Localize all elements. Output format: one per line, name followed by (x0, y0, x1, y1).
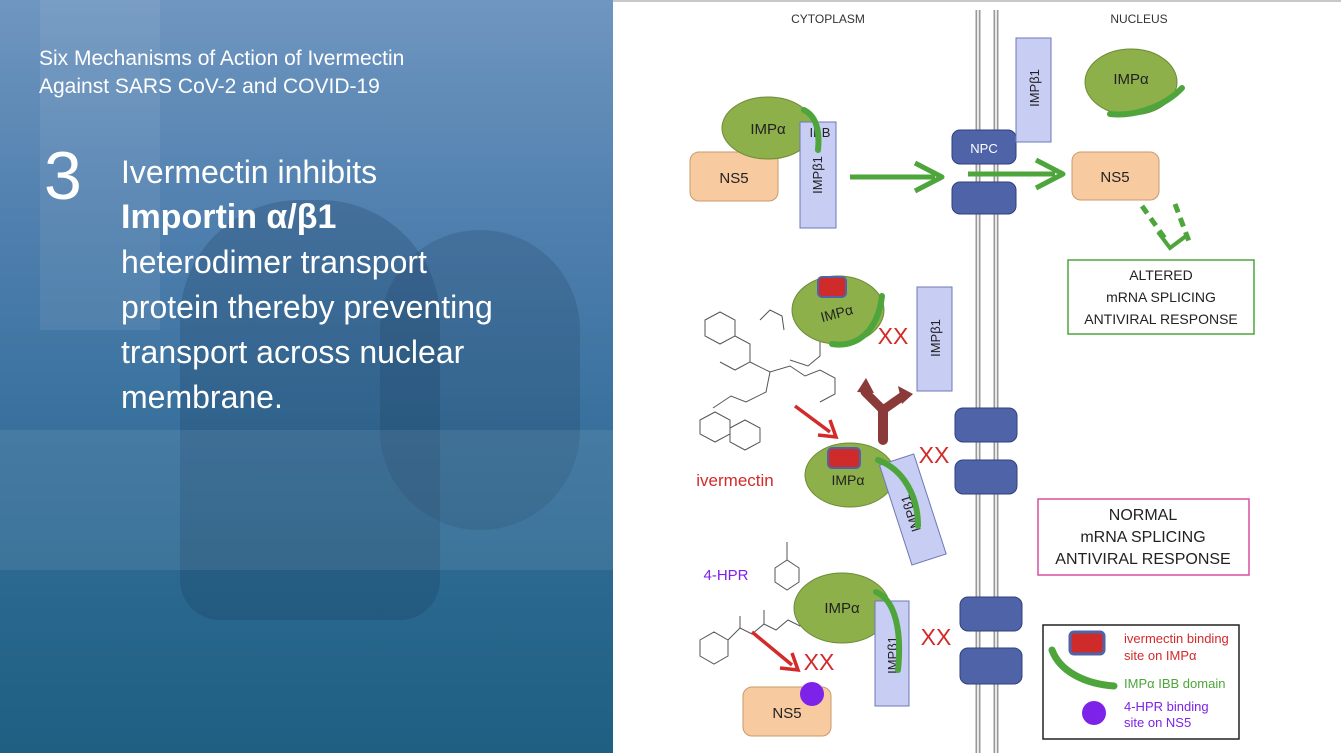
npc-pore-6 (959, 647, 1023, 685)
altered-line-1: ALTERED (1129, 267, 1193, 283)
ns5-label-nucleus: NS5 (1100, 169, 1129, 186)
background-person-shape-2 (380, 230, 580, 530)
normal-line-1: NORMAL (1109, 507, 1178, 524)
background-person-shape (180, 200, 440, 620)
body-line-4: protein thereby preventing (121, 289, 493, 325)
legend-hpr-line-1: 4-HPR binding (1124, 699, 1209, 714)
red-arrow-1-head (817, 419, 839, 440)
imp-alpha-label-3: IMPα (832, 472, 865, 488)
ns5-box-1 (689, 151, 779, 202)
legend-ivm-line-2: site on IMPα (1124, 648, 1197, 663)
imp-beta-label-1: IMPβ1 (810, 156, 825, 194)
subtitle-line-1: Six Mechanisms of Action of Ivermectin (39, 47, 405, 70)
npc-pore-1 (951, 129, 1017, 165)
xx-mark-4: XX (804, 649, 835, 675)
body-line-2: Importin α/β1 (121, 198, 337, 236)
npc-label: NPC (970, 141, 997, 156)
ns5-box-nucleus (1071, 151, 1160, 201)
normal-line-2: mRNA SPLICING (1080, 529, 1205, 546)
mechanism-description: Ivermectin inhibits Importin α/β1 hetero… (121, 150, 591, 420)
dashed-arrow-head (1156, 230, 1188, 251)
legend-ivm-line-1: ivermectin binding (1124, 631, 1229, 646)
green-arrow-2-head (1034, 157, 1066, 191)
red-arrow-2 (750, 630, 794, 667)
legend-hpr-site-icon (1082, 701, 1106, 725)
imp-beta-label-2: IMPβ1 (928, 319, 943, 357)
normal-box (1037, 498, 1250, 576)
nucleus-label: NUCLEUS (1110, 12, 1167, 26)
subtitle-line-2: Against SARS CoV-2 and COVID-19 (39, 75, 380, 98)
hpr-binding-site (800, 682, 824, 706)
mechanism-diagram: CYTOPLASM NUCLEUS NPC NS5 IMPα IMPβ1 IBB… (689, 10, 1255, 753)
xx-mark-3: XX (921, 624, 952, 650)
npc-pore-3 (954, 407, 1018, 443)
red-arrow-2-head (779, 652, 801, 673)
xx-mark-2: XX (919, 442, 950, 468)
red-arrow-1 (793, 404, 832, 434)
altered-line-2: mRNA SPLICING (1106, 289, 1216, 305)
ibb-domain-3 (875, 457, 921, 529)
imp-alpha-label-4: IMPα (824, 600, 860, 617)
cytoplasm-label: CYTOPLASM (791, 12, 865, 26)
slide-subtitle: Six Mechanisms of Action of Ivermectin A… (39, 45, 579, 101)
altered-line-3: ANTIVIRAL RESPONSE (1084, 311, 1238, 327)
normal-line-3: ANTIVIRAL RESPONSE (1055, 551, 1230, 568)
dashed-arrow-2 (1172, 203, 1193, 245)
npc-pore-4 (954, 459, 1018, 495)
ibb-domain-nucleus (1107, 85, 1185, 118)
ibb-domain-4 (873, 589, 903, 673)
left-panel: Six Mechanisms of Action of Ivermectin A… (0, 0, 613, 753)
nuclear-membrane (975, 10, 999, 753)
background-desk-shape (0, 430, 613, 570)
body-line-3: heterodimer transport (121, 244, 427, 280)
mechanism-number: 3 (44, 138, 82, 214)
npc-pore-2 (951, 181, 1017, 215)
ns5-label-2: NS5 (772, 705, 801, 722)
altered-box (1067, 259, 1255, 335)
imp-alpha-label-nucleus: IMPα (1113, 71, 1149, 88)
ivermectin-label: ivermectin (696, 471, 773, 490)
xx-mark-1: XX (878, 323, 909, 349)
legend: ivermectin binding site on IMPα IMPα IBB… (1042, 624, 1240, 740)
body-line-6: membrane. (121, 379, 283, 415)
top-border-line (613, 0, 1341, 2)
imp-beta-box-4 (874, 600, 910, 707)
green-arrow-1-head (913, 160, 945, 194)
legend-ivermectin-site-icon (1068, 630, 1106, 656)
imp-beta-box-2 (916, 286, 953, 392)
imp-beta-box-3 (878, 453, 947, 566)
ibb-domain-2 (829, 293, 885, 348)
npc-pore-5 (959, 596, 1023, 632)
ivermectin-binding-site-2 (827, 447, 861, 469)
nuclear-pores: NPC (951, 129, 1023, 685)
dissociation-arrow (857, 378, 913, 445)
background-window-shape (40, 0, 160, 330)
imp-beta-box-nucleus (1015, 37, 1052, 143)
panel-4hpr: 4-HPR IMPα IMPβ1 XX XX NS5 (699, 542, 952, 737)
legend-ibb-icon (1048, 646, 1118, 690)
ivermectin-binding-site-1 (817, 276, 847, 298)
ibb-domain-1 (801, 107, 822, 153)
legend-ibb-label: IMPα IBB domain (1124, 676, 1225, 691)
body-line-1: Ivermectin inhibits (121, 154, 378, 190)
hpr-label: 4-HPR (703, 567, 748, 584)
legend-hpr-line-2: site on NS5 (1124, 715, 1191, 730)
panel-ivermectin: ivermectin IMPα XX IMPβ1 IMPα IMPβ1 XX N… (696, 275, 1250, 576)
imp-beta-label-nucleus: IMPβ1 (1027, 69, 1042, 107)
panel-normal-import: NS5 IMPα IMPβ1 IBB IMPβ1 IMPα NS5 ALTERE… (689, 37, 1255, 335)
ns5-label-1: NS5 (719, 170, 748, 187)
imp-alpha-label-1: IMPα (750, 121, 786, 138)
body-line-5: transport across nuclear (121, 334, 465, 370)
